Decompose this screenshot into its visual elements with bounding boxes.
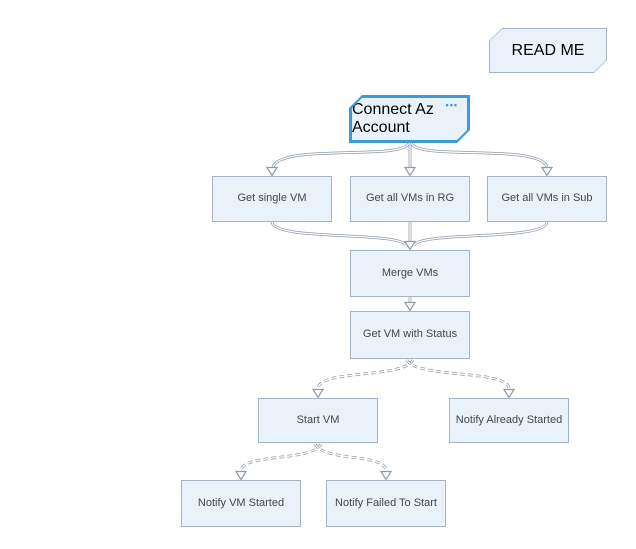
edge-merge-to-get-vm-with-status[interactable] (403, 297, 417, 312)
node-notify-already-started[interactable]: Notify Already Started (449, 398, 569, 443)
node-get-vm-with-status[interactable]: Get VM with Status (350, 311, 470, 359)
node-get-all-vms-in-sub-label: Get all VMs in Sub (501, 192, 593, 205)
overflow-menu-icon[interactable]: ••• (445, 100, 458, 110)
edge-connect-to-get-all-vms-rg[interactable] (403, 143, 417, 177)
node-start-vm-label: Start VM (296, 413, 340, 426)
node-notify-vm-started[interactable]: Notify VM Started (181, 480, 301, 527)
edge-status-to-start-vm[interactable] (311, 359, 415, 399)
node-get-all-vms-in-rg-label: Get all VMs in RG (365, 192, 455, 205)
node-connect-az-account-label: Connect Az Account (352, 101, 434, 136)
node-merge-vms[interactable]: Merge VMs (350, 250, 470, 297)
node-get-single-vm[interactable]: Get single VM (212, 176, 332, 222)
node-notify-failed-to-start[interactable]: Notify Failed To Start (326, 480, 446, 527)
edge-start-vm-to-notify-failed[interactable] (313, 443, 393, 481)
node-read-me-label: READ ME (511, 41, 585, 59)
node-read-me[interactable]: READ ME (489, 28, 607, 73)
node-get-vm-with-status-label: Get VM with Status (362, 328, 458, 341)
node-start-vm[interactable]: Start VM (258, 398, 378, 443)
edge-status-to-notify-already-started[interactable] (405, 359, 516, 399)
node-merge-vms-label: Merge VMs (381, 266, 439, 279)
node-notify-vm-started-label: Notify VM Started (197, 496, 285, 509)
node-notify-failed-to-start-label: Notify Failed To Start (335, 496, 437, 509)
node-get-all-vms-in-rg[interactable]: Get all VMs in RG (350, 176, 470, 222)
edge-connect-to-get-single-vm[interactable] (265, 142, 411, 177)
node-connect-az-account[interactable]: Connect Az Account ••• (349, 95, 470, 143)
edge-start-vm-to-notify-vm-started[interactable] (234, 443, 323, 481)
edge-get-all-vms-sub-to-merge[interactable] (403, 221, 549, 251)
edge-get-single-vm-to-merge[interactable] (270, 221, 408, 247)
node-get-single-vm-label: Get single VM (237, 192, 307, 205)
edge-connect-to-get-all-vms-sub[interactable] (409, 142, 554, 177)
node-notify-already-started-label: Notify Already Started (455, 413, 563, 426)
node-get-all-vms-in-sub[interactable]: Get all VMs in Sub (487, 176, 607, 222)
